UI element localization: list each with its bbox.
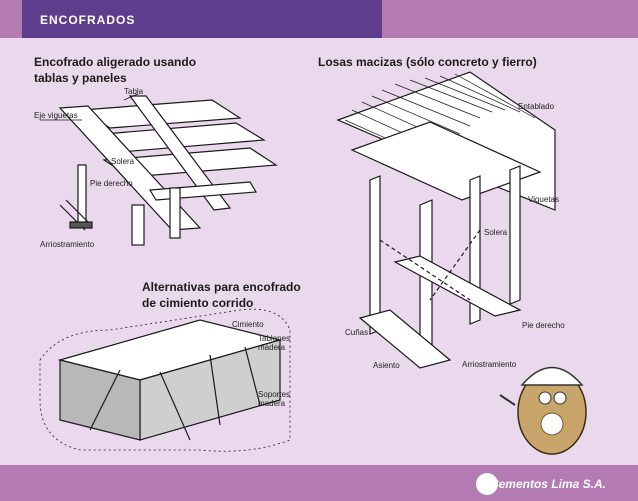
losas-illustration <box>336 71 556 369</box>
aligerado-title-line1: Encofrado aligerado usando <box>34 55 197 69</box>
footer-bar <box>0 465 638 501</box>
label-arriostramiento-left: Arriostramiento <box>40 240 95 249</box>
label-solera: Solera <box>111 157 135 166</box>
label-arriostramiento-right: Arriostramiento <box>462 360 517 369</box>
brand-name: Cementos Lima S.A. <box>489 477 606 491</box>
label-asiento: Asiento <box>373 361 400 370</box>
cimiento-title: Alternativas para encofrado de cimiento … <box>142 279 301 311</box>
losas-title: Losas macizas (sólo concreto y fierro) <box>318 55 537 69</box>
aligerado-illustration <box>40 93 278 246</box>
label-viguetas: Viguetas <box>528 195 559 204</box>
label-soportes-line1: Soportes <box>258 390 291 399</box>
cimiento-illustration <box>39 308 291 452</box>
label-entablado: Entablado <box>518 102 555 111</box>
cimiento-title-line1: Alternativas para encofrado <box>142 280 301 294</box>
brand-logo-icon <box>476 473 498 495</box>
label-soportes-line2: madera <box>258 399 286 408</box>
aligerado-title: Encofrado aligerado usando tablas y pane… <box>34 54 196 86</box>
label-pie-derecho: Pie derecho <box>90 179 133 188</box>
header-title-panel <box>22 0 382 38</box>
mascot-illustration <box>499 366 587 455</box>
label-tablones-line2: madera <box>258 343 286 352</box>
label-cimiento: Cimiento <box>232 320 264 329</box>
label-tablones-line1: Tablones <box>258 334 291 343</box>
label-pie-derecho-right: Pie derecho <box>522 321 565 330</box>
label-eje-viguetas: Eje viguetas <box>34 111 78 120</box>
label-cunas: Cuñas <box>345 328 369 337</box>
cimiento-title-line2: de cimiento corrido <box>142 296 254 310</box>
aligerado-title-line2: tablas y paneles <box>34 71 127 85</box>
page-title: ENCOFRADOS <box>40 13 136 27</box>
label-tabla: Tabla <box>124 87 144 96</box>
label-solera-right: Solera <box>484 228 508 237</box>
